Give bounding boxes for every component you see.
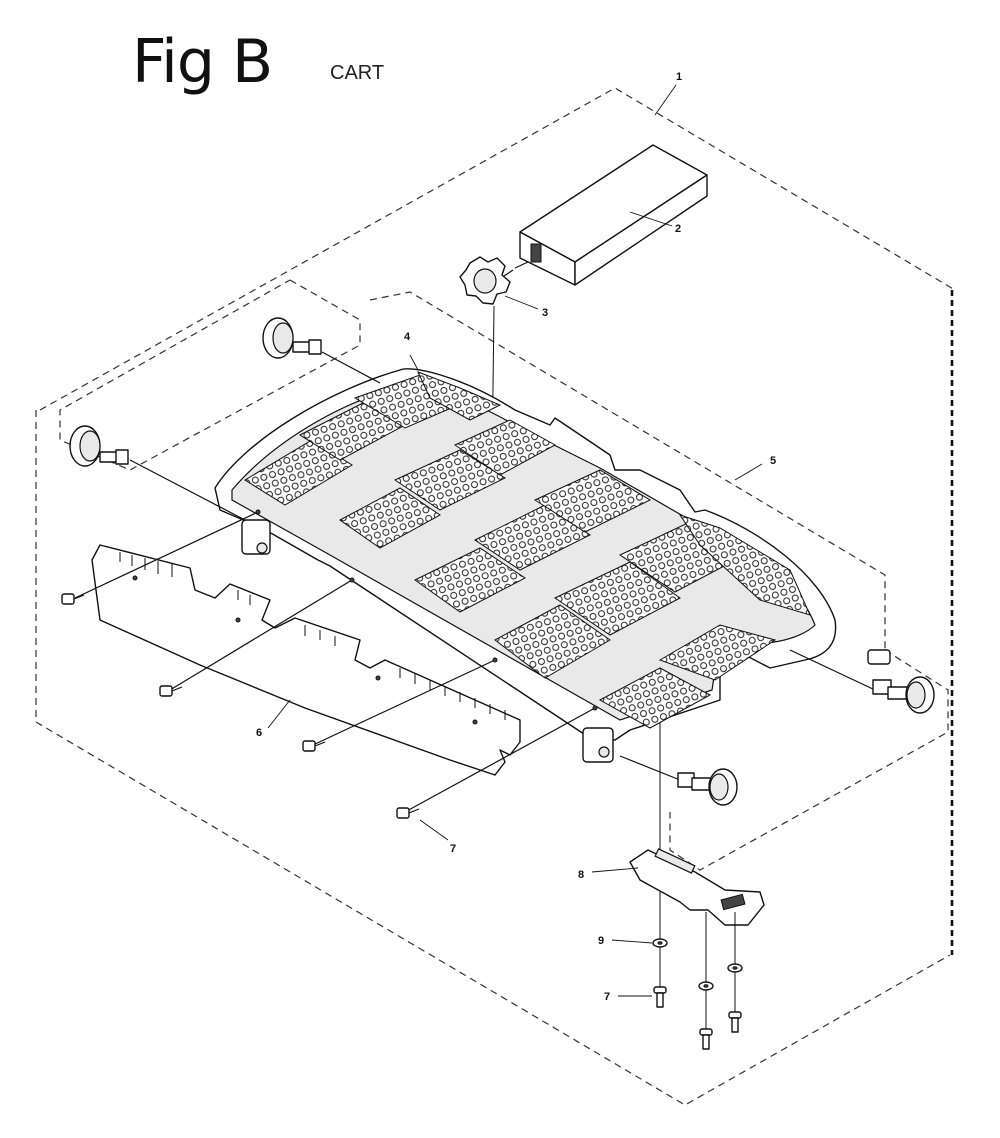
callout-7-bracket-screw: 7: [604, 991, 610, 1003]
bracket-fasteners: [652, 912, 743, 1050]
wheel-front-left: [69, 425, 246, 521]
callout-3: 3: [542, 307, 548, 319]
bumper-part-6: [91, 544, 521, 776]
handle-part-2: [514, 144, 708, 286]
figure-subtitle: CART: [330, 62, 385, 84]
callout-1: 1: [676, 71, 682, 83]
callout-8: 8: [578, 869, 584, 881]
assembly-boundary-5: [59, 279, 949, 871]
callout-7-bumper-screw: 7: [450, 843, 456, 855]
bumper-screws-7: [61, 509, 598, 819]
callout-9: 9: [598, 935, 604, 947]
callout-leaders: [267, 84, 763, 997]
callout-numbers: 1 2 3 4 5 6 7 8 9 7: [256, 71, 776, 1003]
wheel-front-right: [619, 755, 738, 806]
wheel-rear-left: [262, 317, 381, 384]
callout-6: 6: [256, 727, 262, 739]
figure-title: Fig B: [132, 27, 273, 97]
callout-5: 5: [770, 455, 776, 467]
assembly-boundary-1: [35, 87, 956, 1106]
tray-part-4: [214, 368, 891, 763]
callout-4: 4: [404, 331, 411, 343]
wheel-rear-right: [789, 649, 935, 714]
knob-part-3: [459, 256, 514, 305]
callout-2: 2: [675, 223, 681, 235]
bracket-part-8: [629, 848, 765, 926]
